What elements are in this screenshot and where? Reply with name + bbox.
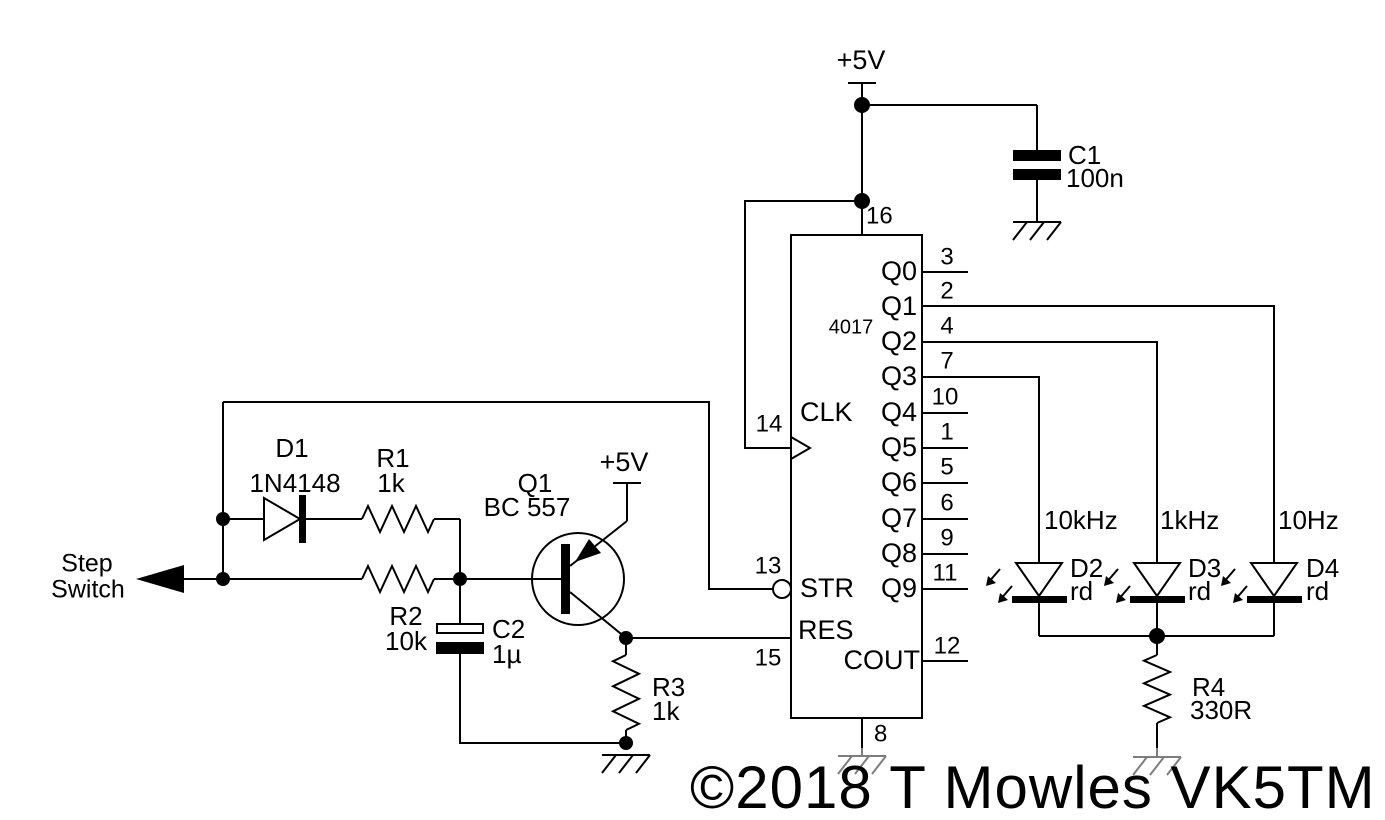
led-d4-symbol bbox=[1221, 562, 1302, 603]
ic-pin-q6-name: Q6 bbox=[881, 467, 917, 497]
wire-net bbox=[184, 82, 1275, 748]
ic-pin-q3-num: 7 bbox=[940, 347, 953, 374]
step-switch-label-line1: Step bbox=[61, 550, 112, 578]
r3-ref: R3 bbox=[652, 672, 685, 702]
wire-input-left bbox=[184, 402, 224, 580]
light-emission-arrows-icon bbox=[1221, 568, 1248, 603]
r4-value: 330R bbox=[1190, 695, 1252, 725]
junction-dots bbox=[216, 97, 1165, 750]
pnp-emitter-arrow-icon bbox=[575, 539, 601, 562]
led-d3-symbol bbox=[1104, 562, 1185, 603]
ground-ic-icon bbox=[837, 748, 887, 775]
d2-signal-label: 10kHz bbox=[1044, 505, 1118, 535]
d3-ref: D3 bbox=[1188, 553, 1221, 583]
step-switch-label-line2: Switch bbox=[51, 576, 125, 604]
ic-pin-q3-name: Q3 bbox=[881, 361, 917, 391]
led-d2-symbol bbox=[986, 562, 1067, 603]
ic-pin-res-num: 15 bbox=[755, 644, 782, 671]
ic-pin-q9-name: Q9 bbox=[881, 573, 917, 603]
r1-value: 1k bbox=[377, 468, 405, 498]
ic-pin-q7-num: 6 bbox=[940, 489, 953, 516]
ic-pin-cout-num: 12 bbox=[934, 632, 961, 659]
wire-c1 bbox=[862, 104, 1038, 222]
wire-q2-d3 bbox=[922, 341, 1158, 563]
capacitor-c1-symbol bbox=[1013, 150, 1061, 180]
q1-rail-label: +5V bbox=[600, 447, 649, 477]
ic-pin-q7-name: Q7 bbox=[881, 503, 917, 533]
wire-q1-d4 bbox=[922, 305, 1275, 563]
ic-pin-clk-name: CLK bbox=[800, 397, 853, 427]
ic-pin-vdd-num: 16 bbox=[866, 202, 893, 229]
r4-ref: R4 bbox=[1192, 672, 1225, 702]
ic-pin-q5-num: 1 bbox=[940, 418, 953, 445]
ic-pin-q6-num: 5 bbox=[940, 453, 953, 480]
r3-value: 1k bbox=[652, 696, 680, 726]
wire-q3-d2 bbox=[922, 376, 1040, 563]
clock-edge-icon bbox=[790, 436, 812, 460]
r2-value: 10k bbox=[385, 626, 428, 656]
ic-pin-q5-name: Q5 bbox=[881, 432, 917, 462]
q1-value: BC 557 bbox=[484, 492, 571, 522]
wire-d1-r1 bbox=[223, 518, 461, 579]
resistor-r1-symbol bbox=[361, 503, 435, 535]
q1-ref: Q1 bbox=[518, 468, 553, 498]
str-inversion-bubble-icon bbox=[772, 579, 792, 599]
resistor-r2-symbol bbox=[361, 563, 435, 595]
ic-part-label: 4017 bbox=[829, 316, 874, 338]
wire-led-bus bbox=[1038, 603, 1275, 748]
resistor-r3-symbol bbox=[610, 654, 642, 731]
step-switch-arrow-icon bbox=[136, 565, 184, 593]
ic-pin-q2-name: Q2 bbox=[881, 326, 917, 356]
ground-r3-icon bbox=[601, 754, 651, 774]
ic-pin-cout-name: COUT bbox=[844, 645, 921, 675]
vdd-rail-label: +5V bbox=[837, 45, 886, 75]
ic-pin-q8-num: 9 bbox=[940, 524, 953, 551]
diode-d1-symbol bbox=[263, 495, 306, 543]
d2-color: rd bbox=[1070, 576, 1093, 606]
r1-ref: R1 bbox=[376, 443, 409, 473]
c2-value: 1µ bbox=[492, 639, 521, 669]
wire-clk bbox=[744, 200, 862, 449]
ground-r4-icon bbox=[1132, 748, 1182, 776]
d4-color: rd bbox=[1306, 576, 1329, 606]
ic-pin-q0-name: Q0 bbox=[881, 256, 917, 286]
watermark-text: ©2018 T Mowles VK5TM bbox=[690, 754, 1376, 820]
ic-4017-body bbox=[790, 234, 923, 719]
light-emission-arrows-icon bbox=[1104, 568, 1131, 603]
d4-signal-label: 10Hz bbox=[1278, 505, 1339, 535]
capacitor-c2-symbol bbox=[436, 623, 484, 654]
ic-pin-q0-num: 3 bbox=[940, 243, 953, 270]
ground-c1-icon bbox=[1012, 221, 1062, 241]
resistor-r4-symbol bbox=[1141, 654, 1173, 724]
light-emission-arrows-icon bbox=[986, 568, 1013, 603]
d2-ref: D2 bbox=[1070, 553, 1103, 583]
c1-ref: C1 bbox=[1068, 140, 1101, 170]
c2-ref: C2 bbox=[492, 614, 525, 644]
ic-pin-q1-name: Q1 bbox=[881, 291, 917, 321]
ic-pin-q9-num: 11 bbox=[933, 559, 958, 586]
d1-ref: D1 bbox=[275, 433, 308, 463]
ic-pin-clk-num: 14 bbox=[756, 410, 783, 437]
ic-pin-q4-num: 10 bbox=[932, 383, 959, 410]
ic-pin-q4-name: Q4 bbox=[881, 397, 917, 427]
ic-pin-str-name: STR bbox=[800, 573, 854, 603]
ic-pin-q1-num: 2 bbox=[940, 277, 953, 304]
wire-c2 bbox=[459, 579, 626, 744]
transistor-q1-symbol bbox=[531, 520, 628, 639]
ic-pin-q8-name: Q8 bbox=[881, 538, 917, 568]
d3-signal-label: 1kHz bbox=[1160, 505, 1219, 535]
ic-pin-q2-num: 4 bbox=[940, 312, 953, 339]
wire-str bbox=[223, 401, 773, 590]
d3-color: rd bbox=[1188, 576, 1211, 606]
d4-ref: D4 bbox=[1306, 553, 1339, 583]
r2-ref: R2 bbox=[389, 601, 422, 631]
wire-stubs bbox=[922, 271, 968, 662]
power-rail-q1-symbol bbox=[613, 482, 641, 521]
ic-pin-str-num: 13 bbox=[755, 552, 782, 579]
ic-pin-res-name: RES bbox=[798, 615, 854, 645]
ic-pin-vss-num: 8 bbox=[874, 720, 887, 747]
d1-value: 1N4148 bbox=[249, 468, 340, 498]
c1-value: 100n bbox=[1066, 163, 1124, 193]
